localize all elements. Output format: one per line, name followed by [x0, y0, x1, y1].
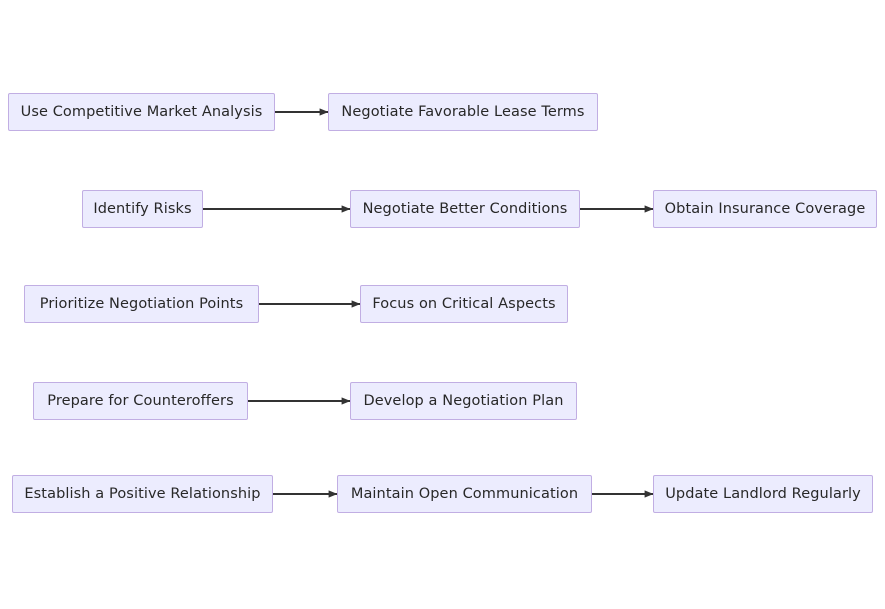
flowchart-node[interactable]: Prepare for Counteroffers [33, 382, 248, 420]
flowchart-node-label: Identify Risks [93, 200, 192, 217]
flowchart-node-label: Establish a Positive Relationship [24, 485, 261, 502]
flowchart-node[interactable]: Develop a Negotiation Plan [350, 382, 577, 420]
flowchart-node[interactable]: Maintain Open Communication [337, 475, 592, 513]
flowchart-node-label: Use Competitive Market Analysis [20, 103, 263, 120]
flowchart-node-label: Maintain Open Communication [350, 485, 579, 502]
flowchart-node[interactable]: Identify Risks [82, 190, 203, 228]
flowchart-node[interactable]: Use Competitive Market Analysis [8, 93, 275, 131]
flowchart-node[interactable]: Prioritize Negotiation Points [24, 285, 259, 323]
flowchart-node[interactable]: Negotiate Better Conditions [350, 190, 580, 228]
flowchart-node[interactable]: Update Landlord Regularly [653, 475, 873, 513]
flowchart-node[interactable]: Focus on Critical Aspects [360, 285, 568, 323]
flowchart-node-label: Prepare for Counteroffers [47, 392, 234, 409]
flowchart-node[interactable]: Negotiate Favorable Lease Terms [328, 93, 598, 131]
flowchart-node-label: Focus on Critical Aspects [372, 295, 556, 312]
flowchart-node[interactable]: Obtain Insurance Coverage [653, 190, 877, 228]
flowchart-node-label: Develop a Negotiation Plan [363, 392, 564, 409]
flowchart-node-label: Obtain Insurance Coverage [664, 200, 866, 217]
flowchart-node-label: Negotiate Favorable Lease Terms [341, 103, 585, 120]
flowchart-node[interactable]: Establish a Positive Relationship [12, 475, 273, 513]
flowchart-node-label: Update Landlord Regularly [665, 485, 861, 502]
flowchart-node-label: Negotiate Better Conditions [362, 200, 568, 217]
flowchart-node-label: Prioritize Negotiation Points [39, 295, 244, 312]
